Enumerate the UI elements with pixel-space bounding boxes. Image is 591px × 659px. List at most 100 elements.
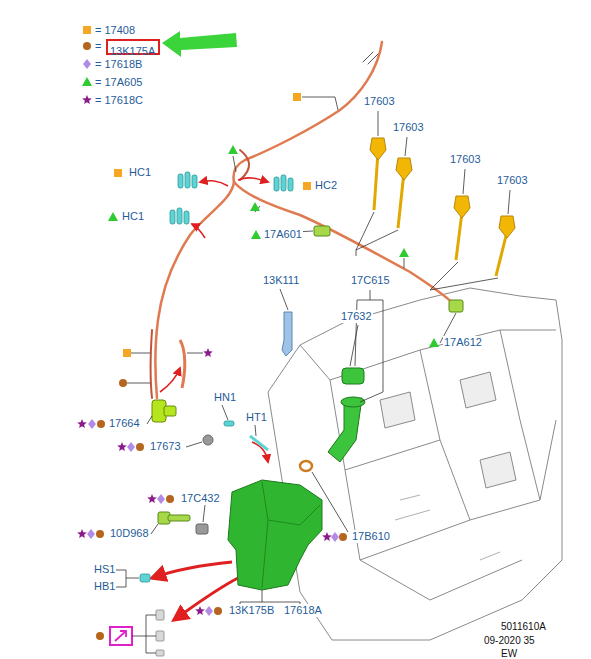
hose-clip	[192, 175, 197, 188]
body-panel	[345, 330, 540, 560]
body-panel	[300, 330, 556, 380]
callout-number: 17664	[108, 417, 141, 430]
callout-number: HC1	[128, 166, 152, 179]
callout-arrow	[238, 178, 268, 182]
callout-arrow	[160, 178, 268, 462]
reservoir	[262, 482, 320, 588]
o-ring	[300, 461, 312, 471]
small-part	[250, 436, 268, 450]
washer-hose	[363, 52, 378, 64]
drawing-id: 09-2020 35	[483, 634, 536, 647]
washer-hose	[234, 182, 456, 306]
marker-symbol	[119, 379, 127, 387]
washer-nozzle	[454, 196, 470, 218]
legend-symbol	[82, 95, 92, 104]
callout-number: 17603	[392, 121, 425, 134]
legend-row: =	[82, 39, 101, 53]
symbol-box	[110, 627, 132, 645]
leader-line	[132, 615, 156, 653]
hose-connector	[314, 226, 330, 236]
marker-symbol	[339, 533, 347, 541]
leader-line	[355, 290, 383, 402]
leader-line	[127, 353, 203, 383]
callout-number: HB1	[93, 580, 116, 593]
body-panel	[268, 288, 562, 640]
marker-symbol	[205, 606, 213, 616]
small-part	[140, 574, 150, 582]
marker-symbol	[429, 338, 439, 347]
marker-symbol	[77, 419, 87, 428]
legend-symbol	[83, 59, 91, 69]
small-part	[156, 631, 164, 641]
marker-symbol	[250, 202, 260, 211]
marker-symbol	[87, 529, 95, 539]
leader-line	[203, 505, 205, 522]
washer-nozzle	[370, 138, 515, 276]
legend-text: = 17618C	[95, 94, 143, 106]
body-panel	[395, 495, 500, 560]
filler-neck	[328, 368, 365, 462]
legend-symbol	[82, 40, 92, 52]
connector-part	[168, 515, 190, 521]
callout-number: 17603	[449, 153, 482, 166]
hose-clip	[170, 172, 293, 224]
legend-row: = 17618C	[82, 93, 143, 107]
legend-text: = 17618B	[95, 58, 142, 70]
symbol-arrow	[115, 631, 126, 641]
callout-number: HC2	[314, 179, 338, 192]
leader-line	[240, 590, 300, 605]
legend-row: = 17A605	[82, 75, 142, 89]
body-panel	[268, 288, 562, 640]
hose-clip	[177, 208, 182, 224]
leader-line	[312, 472, 348, 532]
leader-line	[151, 524, 158, 534]
drawing-id: EW	[500, 647, 518, 659]
washer-nozzle	[374, 152, 378, 210]
legend-symbol	[82, 58, 92, 70]
callout-number: 13K175B	[228, 604, 275, 617]
marker-symbol	[96, 530, 104, 538]
filler-neck	[341, 397, 365, 407]
marker-symbol	[127, 442, 135, 452]
leader-line	[404, 258, 405, 268]
marker-symbol	[97, 420, 105, 428]
marker-symbol	[399, 248, 409, 257]
callout-number: 17673	[149, 440, 182, 453]
marker-symbol	[108, 212, 118, 221]
washer-nozzle	[396, 158, 412, 180]
marker-symbol	[136, 443, 144, 451]
leader-line	[280, 289, 288, 310]
callout-number: 10D968	[109, 527, 150, 540]
hose-clip	[288, 178, 293, 191]
pump	[164, 406, 176, 416]
small-part	[156, 610, 164, 656]
callout-number: 17632	[340, 310, 373, 323]
legend-text: = 17A605	[95, 76, 142, 88]
leader-line	[378, 111, 379, 136]
washer-nozzle	[398, 172, 404, 228]
marker-symbol	[77, 529, 87, 538]
hose-connector	[314, 226, 463, 312]
marker-symbol	[322, 532, 332, 541]
legend-symbol	[82, 24, 92, 36]
callout-number: 17C432	[180, 492, 221, 505]
callout-number: HT1	[245, 411, 268, 424]
callout-number: 13K111	[262, 274, 300, 287]
hose-clip	[185, 172, 190, 188]
marker-symbol	[228, 145, 238, 154]
marker-symbol	[123, 349, 131, 357]
body-panel	[380, 372, 516, 488]
legend-symbol	[83, 42, 91, 50]
washer-hose	[240, 150, 249, 180]
hose-clip	[178, 174, 183, 188]
marker-symbol	[293, 93, 301, 101]
legend-symbol	[82, 94, 92, 106]
leader-line	[508, 190, 510, 214]
marker-symbol	[303, 182, 311, 190]
hose-piece	[180, 340, 185, 388]
marker-symbol	[96, 632, 104, 640]
leader-line	[405, 137, 407, 156]
marker-symbol	[88, 419, 96, 429]
marker-symbol	[331, 532, 339, 542]
callout-arrow	[152, 562, 238, 620]
